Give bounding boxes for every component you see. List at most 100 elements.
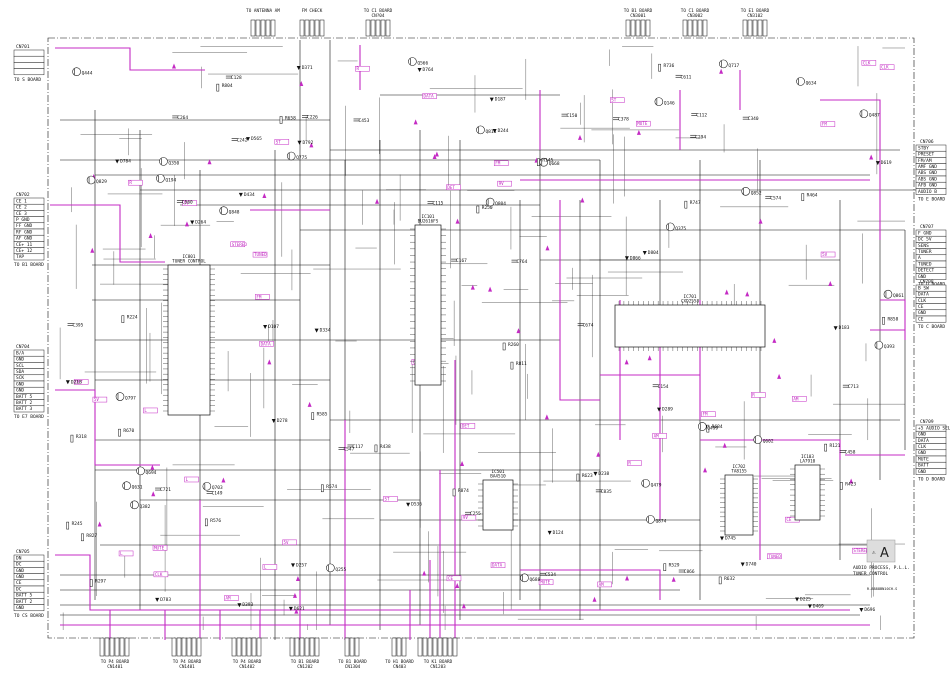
signal-tag xyxy=(852,547,867,554)
diode xyxy=(833,326,838,331)
connector-pin xyxy=(452,637,458,657)
transistor xyxy=(202,481,212,491)
signal-arrow xyxy=(772,337,777,343)
component-ref: D469 xyxy=(813,603,824,609)
connector-pin xyxy=(354,637,360,657)
component-ref: C547 xyxy=(343,447,354,453)
transistor xyxy=(86,175,96,185)
connector-ref: CN3102 xyxy=(747,13,763,19)
signal-arrow xyxy=(184,221,189,227)
connector-row xyxy=(13,62,45,69)
signal-tag xyxy=(792,396,807,402)
ic-ref: IC101 xyxy=(422,214,435,220)
signal-arrow xyxy=(171,63,176,69)
signal-arrow xyxy=(636,129,641,135)
connector-pin xyxy=(625,19,631,37)
connector-pin xyxy=(260,19,266,37)
connector-pin xyxy=(417,637,423,657)
connector-title: TO C BOARD xyxy=(918,324,945,330)
connector-pin xyxy=(236,637,242,657)
diode xyxy=(624,256,629,261)
connector-pin xyxy=(630,19,636,37)
ic-body xyxy=(167,264,211,416)
signal-tag-label: 5V xyxy=(94,397,100,402)
board-boundary xyxy=(47,37,915,639)
resistor xyxy=(216,83,220,92)
connector-pin-label: DC 5V xyxy=(918,237,932,243)
resistor xyxy=(576,473,580,482)
component-ref: Q566 xyxy=(417,60,428,66)
component-ref: Q829 xyxy=(96,179,107,185)
signal-arrow xyxy=(207,159,212,165)
component-ref: C167 xyxy=(456,258,467,264)
component-ref: C611 xyxy=(681,74,692,80)
resistor xyxy=(824,443,827,452)
diode xyxy=(263,325,268,330)
connector-row xyxy=(13,405,45,413)
signal-tag xyxy=(262,564,278,570)
connector-title: TO P4 BOARD xyxy=(101,659,130,665)
component-ref: D792 xyxy=(302,140,313,146)
connector-pin xyxy=(697,19,703,37)
connector-row xyxy=(915,273,947,280)
signal-arrow xyxy=(267,359,272,365)
component-ref: C226 xyxy=(307,114,318,120)
component-ref: C835 xyxy=(601,489,612,495)
signal-tag-label: AM xyxy=(793,396,799,401)
signal-arrow xyxy=(625,575,630,581)
signal-path xyxy=(700,439,841,460)
signal-arrow xyxy=(624,359,629,365)
signal-arrow xyxy=(488,286,493,292)
signal-tag-label: L xyxy=(120,551,123,556)
resistor xyxy=(66,521,70,530)
signal-tag xyxy=(446,575,462,582)
connector-pin-label: TUNER xyxy=(918,249,932,255)
signal-path xyxy=(50,204,165,263)
transistor xyxy=(883,289,893,299)
transistor xyxy=(719,59,728,69)
connector-pin-label: GND xyxy=(16,568,24,574)
signal-tag-label: DATA xyxy=(261,341,272,346)
connector-pin-label: CE xyxy=(918,304,924,310)
resistor xyxy=(89,579,93,587)
connector-pin xyxy=(119,637,125,657)
connector-title: TO C1 BOARD xyxy=(364,8,393,14)
connector-pin xyxy=(427,637,433,657)
connector-pin xyxy=(186,637,192,657)
transistor xyxy=(698,422,707,431)
connector-pin xyxy=(289,637,295,657)
resistor xyxy=(537,158,540,166)
transistor xyxy=(666,222,675,232)
component-ref: R318 xyxy=(76,434,87,440)
connector-ref: CN709 xyxy=(920,419,934,425)
signal-tag-label: 5V xyxy=(284,540,290,545)
transistor xyxy=(753,435,762,444)
component-ref: D187 xyxy=(495,97,506,103)
signal-tag xyxy=(820,121,836,127)
connector-pin xyxy=(645,19,651,37)
connector-pin-label: BATT 2 xyxy=(16,400,33,406)
diode xyxy=(190,220,195,225)
component-ref: Q487 xyxy=(869,113,880,119)
stamp-letter: A xyxy=(880,546,889,561)
diode xyxy=(719,536,724,541)
warning-icon: ⚠ xyxy=(872,549,876,556)
connector-pin-label: DC xyxy=(16,586,22,592)
component-ref: R858 xyxy=(887,316,898,322)
signal-tag xyxy=(152,545,168,551)
signal-tag-label: L xyxy=(186,477,189,482)
component-ref: D225 xyxy=(800,596,811,602)
resistor xyxy=(279,116,283,124)
connector-pin xyxy=(241,637,247,657)
signal-arrow xyxy=(292,592,297,598)
resistor xyxy=(502,342,506,351)
signal-tag xyxy=(182,200,198,206)
component-ref: R145 xyxy=(542,158,553,164)
connector-pin-label: BATT 5 xyxy=(16,593,33,599)
component-ref: Q668 xyxy=(549,161,560,167)
component-ref: D334 xyxy=(320,328,331,334)
